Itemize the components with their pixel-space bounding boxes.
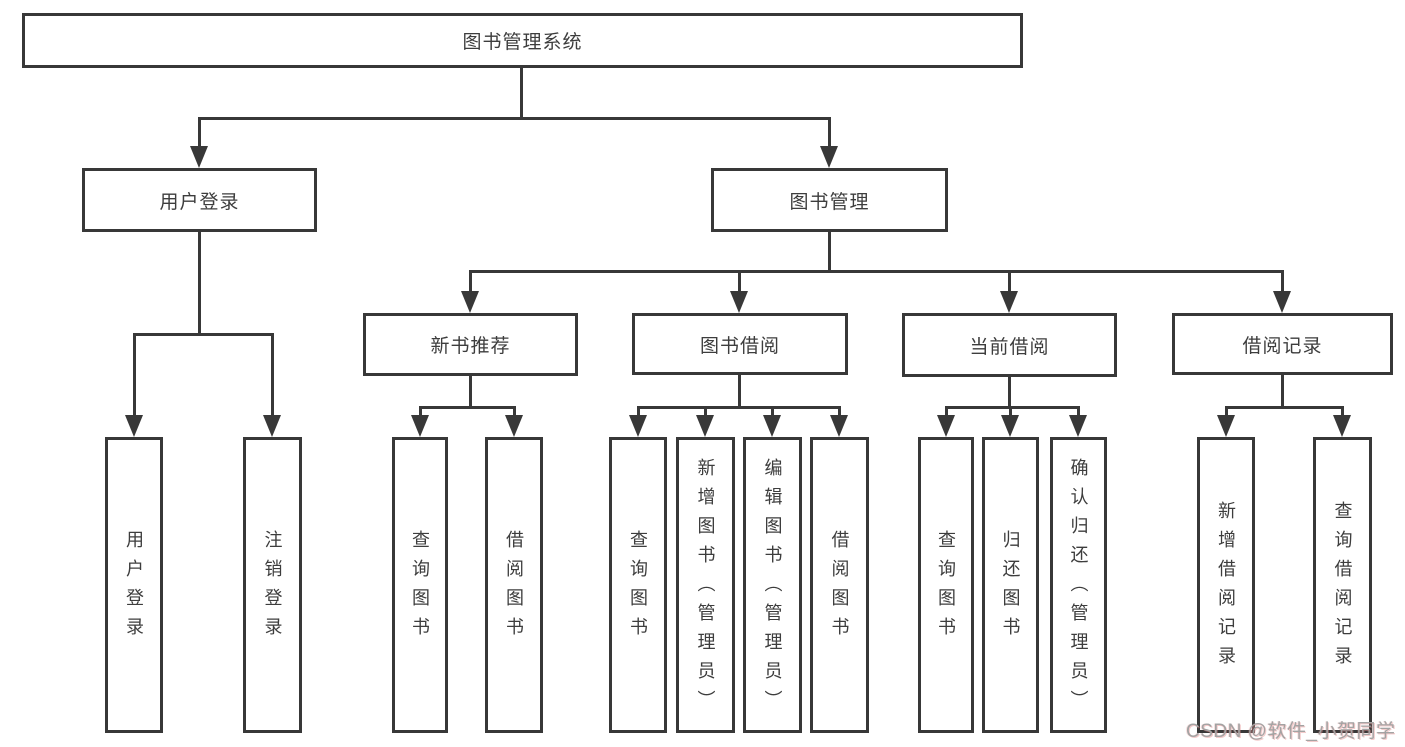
node-library-system: 图书管理系统 [22, 13, 1023, 68]
leaf-borrow-books: 借阅图书 [810, 437, 869, 733]
arrow-book-borrow-icon [730, 291, 748, 313]
connector-current-borrow-leaf-stem-1 [945, 406, 948, 418]
leaf-edit-books-admin: 编辑图书（管理员） [743, 437, 802, 733]
connector-book-mgmt-down [828, 232, 831, 273]
connector-current-borrow-leaf-stem-2 [1009, 406, 1012, 418]
connector-book-borrow-leaf-stem-3 [771, 406, 774, 418]
connector-book-borrow-leaf-stem-2 [704, 406, 707, 418]
connector-new-book-rec-split [419, 406, 516, 409]
arrow-leaf-user-login-icon [125, 415, 143, 437]
arrow-leaf-borrow-books-1-icon [505, 415, 523, 437]
leaf-user-login: 用户登录 [105, 437, 163, 733]
connector-book-mgmt-split [469, 270, 1284, 273]
node-user-login: 用户登录 [82, 168, 317, 232]
leaf-add-books-admin: 新增图书（管理员） [676, 437, 735, 733]
connector-level3-stem-1 [469, 270, 472, 293]
connector-book-borrow-leaf-stem-1 [637, 406, 640, 418]
leaf-query-borrow-record: 查询借阅记录 [1313, 437, 1372, 733]
arrow-user-login-icon [190, 146, 208, 168]
connector-current-borrow-split [945, 406, 1080, 409]
arrow-borrow-records-icon [1273, 291, 1291, 313]
arrow-leaf-confirm-return-icon [1069, 415, 1087, 437]
connector-book-borrow-down [738, 375, 741, 408]
arrow-leaf-borrow-books-2-icon [830, 415, 848, 437]
node-current-borrow: 当前借阅 [902, 313, 1117, 377]
connector-new-book-rec-down [469, 375, 472, 408]
leaf-logout: 注销登录 [243, 437, 302, 733]
connector-book-borrow-leaf-stem-4 [838, 406, 841, 418]
leaf-return-books: 归还图书 [982, 437, 1039, 733]
connector-borrow-records-split [1225, 406, 1344, 409]
connector-user-login-leaf-stem-2 [271, 333, 274, 417]
arrow-book-mgmt-icon [820, 146, 838, 168]
arrow-leaf-query-books-3-icon [937, 415, 955, 437]
connector-user-login-split [133, 333, 274, 336]
connector-root-split [198, 117, 831, 120]
connector-user-login-leaf-stem-1 [133, 333, 136, 417]
connector-user-login-drop [198, 117, 201, 148]
connector-level3-stem-2 [738, 270, 741, 293]
arrow-leaf-return-books-icon [1001, 415, 1019, 437]
connector-current-borrow-leaf-stem-3 [1077, 406, 1080, 418]
connector-level3-stem-4 [1281, 270, 1284, 293]
connector-new-book-rec-leaf-stem-1 [419, 406, 422, 418]
node-borrow-records: 借阅记录 [1172, 313, 1393, 375]
connector-level3-stem-3 [1008, 270, 1011, 293]
leaf-confirm-return-admin: 确认归还（管理员） [1050, 437, 1107, 733]
connector-root-stem [520, 68, 523, 118]
arrow-new-book-rec-icon [461, 291, 479, 313]
leaf-add-borrow-record: 新增借阅记录 [1197, 437, 1255, 733]
leaf-query-books-current: 查询图书 [918, 437, 974, 733]
node-new-book-recommend: 新书推荐 [363, 313, 578, 376]
connector-new-book-rec-leaf-stem-2 [513, 406, 516, 418]
leaf-borrow-books-recommend: 借阅图书 [485, 437, 543, 733]
csdn-watermark: CSDN @软件_小贺同学 [1186, 721, 1396, 742]
arrow-leaf-edit-books-icon [763, 415, 781, 437]
connector-borrow-records-leaf-stem-2 [1341, 406, 1344, 418]
connector-borrow-records-leaf-stem-1 [1225, 406, 1228, 418]
arrow-leaf-logout-icon [263, 415, 281, 437]
arrow-leaf-add-borrow-record-icon [1217, 415, 1235, 437]
arrow-leaf-query-books-1-icon [411, 415, 429, 437]
connector-user-login-down [198, 232, 201, 336]
arrow-leaf-query-books-2-icon [629, 415, 647, 437]
connector-book-borrow-split [637, 406, 841, 409]
connector-current-borrow-down [1008, 375, 1011, 408]
arrow-leaf-add-books-icon [696, 415, 714, 437]
leaf-query-books-recommend: 查询图书 [392, 437, 448, 733]
arrow-current-borrow-icon [1000, 291, 1018, 313]
connector-borrow-records-down [1281, 375, 1284, 408]
arrow-leaf-query-borrow-record-icon [1333, 415, 1351, 437]
connector-book-mgmt-drop [828, 117, 831, 148]
node-book-management: 图书管理 [711, 168, 948, 232]
leaf-query-books-borrow: 查询图书 [609, 437, 667, 733]
node-book-borrow: 图书借阅 [632, 313, 848, 375]
